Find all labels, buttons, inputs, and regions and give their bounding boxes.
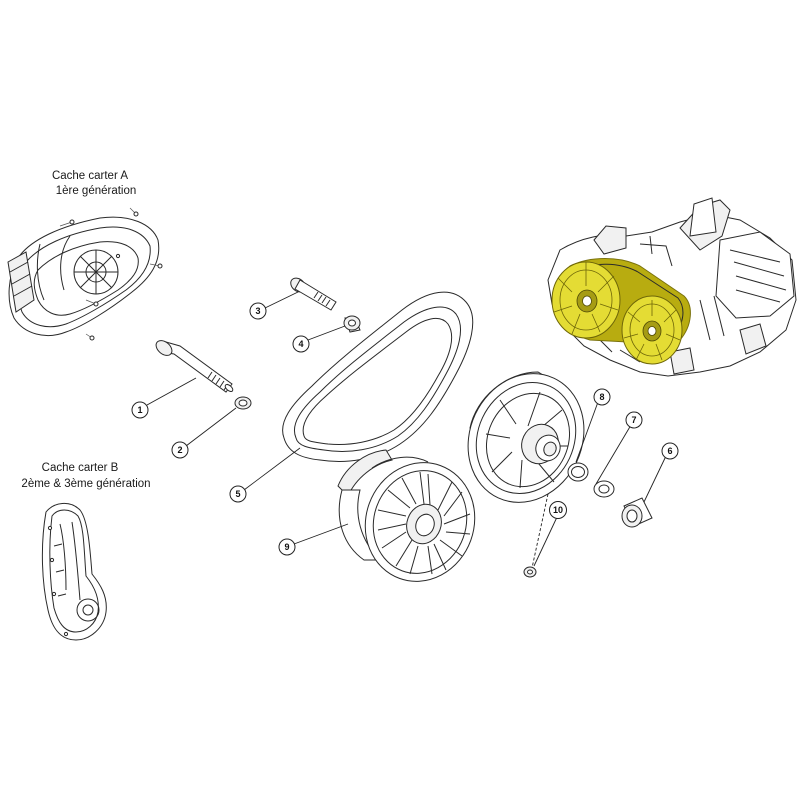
drive-belt-drawing bbox=[282, 291, 474, 462]
callout-4-label: 4 bbox=[298, 339, 303, 349]
cover-b-title: Cache carter B bbox=[42, 462, 119, 474]
callout-7: 7 bbox=[625, 411, 643, 429]
callout-6-label: 6 bbox=[667, 446, 672, 456]
callout-1-label: 1 bbox=[137, 405, 142, 415]
long-bolt-drawing bbox=[155, 340, 234, 393]
callout-10: 10 bbox=[549, 501, 567, 519]
cover-a-title: Cache carter A bbox=[52, 170, 128, 182]
leader-lines bbox=[146, 291, 667, 567]
callout-5-label: 5 bbox=[235, 489, 240, 499]
bearing-drawing bbox=[593, 480, 615, 498]
bearing-large-drawing bbox=[621, 497, 653, 528]
callout-2: 2 bbox=[171, 441, 189, 459]
drive-pulley-drawing bbox=[337, 449, 476, 582]
cover-a-subtitle: 1ère génération bbox=[56, 185, 137, 197]
callout-7-label: 7 bbox=[631, 415, 636, 425]
callout-1: 1 bbox=[131, 401, 149, 419]
callout-9-label: 9 bbox=[284, 542, 289, 552]
callout-4: 4 bbox=[292, 335, 310, 353]
callout-9: 9 bbox=[278, 538, 296, 556]
callout-8: 8 bbox=[593, 388, 611, 406]
callout-10-label: 10 bbox=[553, 505, 563, 515]
callout-8-label: 8 bbox=[599, 392, 604, 402]
cover-b-subtitle: 2ème & 3ème génération bbox=[21, 478, 150, 490]
engine-drawing bbox=[547, 197, 797, 377]
callout-3-label: 3 bbox=[255, 306, 260, 316]
o-ring-drawing bbox=[567, 462, 589, 482]
cover-a-drawing bbox=[7, 207, 163, 341]
callout-5: 5 bbox=[229, 485, 247, 503]
bolt-washer-drawing bbox=[234, 396, 252, 410]
driven-pulley-drawing bbox=[467, 371, 585, 503]
cover-b-drawing bbox=[41, 503, 107, 641]
callout-6: 6 bbox=[661, 442, 679, 460]
short-bolt-drawing bbox=[290, 277, 337, 311]
spacer-drawing bbox=[343, 315, 361, 333]
callout-3: 3 bbox=[249, 302, 267, 320]
small-washer-drawing bbox=[523, 493, 549, 578]
callout-2-label: 2 bbox=[177, 445, 182, 455]
